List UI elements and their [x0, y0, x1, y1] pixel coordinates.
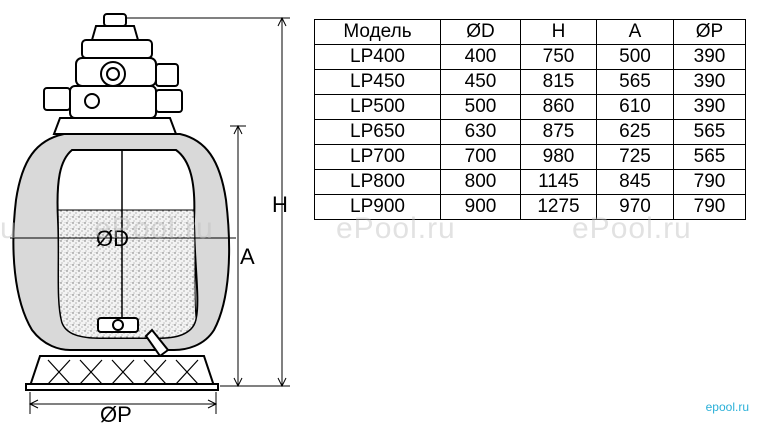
- header-diameter-d: ØD: [440, 19, 521, 45]
- header-height-h: H: [520, 19, 597, 45]
- value-cell: 610: [596, 94, 674, 120]
- diameter-p-label: ØP: [100, 402, 132, 424]
- value-cell: 750: [520, 44, 597, 70]
- value-cell: 565: [596, 69, 674, 95]
- value-cell: 860: [520, 94, 597, 120]
- value-cell: 400: [440, 44, 521, 70]
- value-cell: 565: [673, 119, 746, 145]
- model-cell: LP900: [314, 194, 441, 220]
- value-cell: 565: [673, 144, 746, 170]
- value-cell: 845: [596, 169, 674, 195]
- value-cell: 1145: [520, 169, 597, 195]
- value-cell: 970: [596, 194, 674, 220]
- value-cell: 815: [520, 69, 597, 95]
- sand-filter-drawing: ØD ØP A H: [10, 13, 290, 424]
- dimension-lines: [10, 16, 290, 414]
- value-cell: 1275: [520, 194, 597, 220]
- diameter-d-label: ØD: [96, 226, 129, 251]
- value-cell: 390: [673, 44, 746, 70]
- value-cell: 500: [596, 44, 674, 70]
- value-cell: 725: [596, 144, 674, 170]
- value-cell: 630: [440, 119, 521, 145]
- value-cell: 625: [596, 119, 674, 145]
- value-cell: 790: [673, 169, 746, 195]
- value-cell: 700: [440, 144, 521, 170]
- table-header-row: Модель ØD H A ØP: [314, 19, 746, 45]
- model-cell: LP400: [314, 44, 441, 70]
- model-cell: LP650: [314, 119, 441, 145]
- multiport-valve: [43, 13, 183, 135]
- value-cell: 900: [440, 194, 521, 220]
- watermark-corner: epool.ru: [705, 400, 749, 414]
- value-cell: 790: [673, 194, 746, 220]
- value-cell: 390: [673, 69, 746, 95]
- model-cell: LP700: [314, 144, 441, 170]
- model-cell: LP800: [314, 169, 441, 195]
- value-cell: 875: [520, 119, 597, 145]
- model-cell: LP500: [314, 94, 441, 120]
- value-cell: 500: [440, 94, 521, 120]
- value-cell: 450: [440, 69, 521, 95]
- value-cell: 800: [440, 169, 521, 195]
- header-model: Модель: [314, 19, 441, 45]
- tank-base: [25, 355, 219, 391]
- header-height-a: A: [596, 19, 674, 45]
- value-cell: 980: [520, 144, 597, 170]
- filter-tank: [12, 133, 231, 358]
- model-cell: LP450: [314, 69, 441, 95]
- height-h-label: H: [272, 192, 288, 217]
- header-diameter-p: ØP: [673, 19, 746, 45]
- value-cell: 390: [673, 94, 746, 120]
- height-a-label: A: [240, 244, 255, 269]
